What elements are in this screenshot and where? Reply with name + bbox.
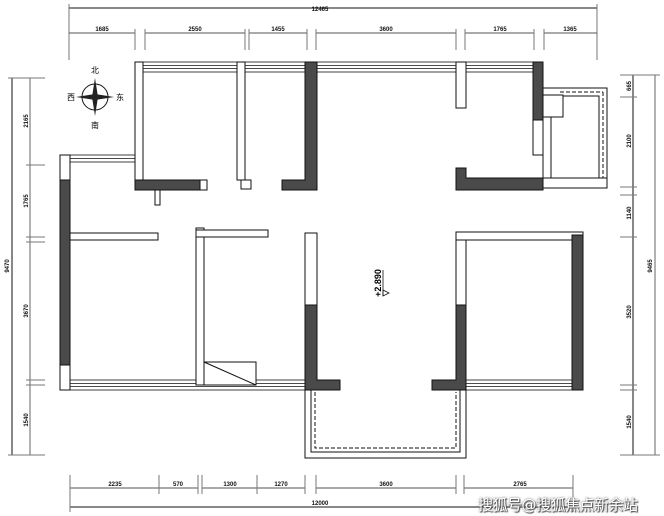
compass-east: 东 — [116, 92, 124, 102]
dim-top-total: 12465 — [312, 7, 329, 13]
elevation-label: +2.890 — [373, 269, 383, 297]
dim-top-1: 1685 — [95, 27, 109, 33]
dim-bottom-5: 3600 — [379, 482, 393, 488]
dimension-lines — [8, 4, 660, 512]
dim-right-2: 2100 — [627, 134, 633, 148]
walls — [59, 61, 608, 459]
dim-right-1: 665 — [627, 80, 633, 91]
dim-bottom-3: 1300 — [223, 482, 237, 488]
compass-north: 北 — [91, 66, 99, 75]
dim-right-total: 9465 — [648, 259, 654, 273]
dim-bottom-6: 2765 — [513, 482, 527, 488]
dim-top-6: 1365 — [563, 27, 577, 33]
dim-left-2: 1765 — [24, 194, 30, 208]
compass-west: 西 — [67, 93, 75, 102]
dim-bottom-2: 570 — [173, 482, 184, 488]
dim-top-2: 2550 — [188, 27, 202, 33]
dim-top-4: 3600 — [379, 27, 393, 33]
dim-top-3: 1455 — [271, 27, 285, 33]
dim-left-3: 3670 — [24, 304, 30, 318]
dimension-labels: 12465 1685 2550 1455 3600 1765 1365 2235… — [5, 7, 654, 507]
dim-left-1: 2165 — [24, 114, 30, 128]
dim-right-3: 1140 — [627, 206, 633, 220]
compass-icon: 北 南 西 东 — [67, 66, 124, 130]
dim-bottom-1: 2235 — [108, 482, 122, 488]
windows — [69, 61, 573, 391]
dim-left-4: 1540 — [24, 413, 30, 427]
dim-bottom-total: 12000 — [312, 501, 329, 507]
dim-right-5: 1540 — [627, 415, 633, 429]
dim-right-4: 3520 — [627, 305, 633, 319]
dim-left-total: 9470 — [5, 259, 11, 273]
compass-south: 南 — [91, 120, 99, 130]
watermark: 搜狐号@搜狐焦点新余站 — [478, 496, 638, 514]
dim-top-5: 1765 — [493, 27, 507, 33]
dim-bottom-4: 1270 — [274, 482, 288, 488]
